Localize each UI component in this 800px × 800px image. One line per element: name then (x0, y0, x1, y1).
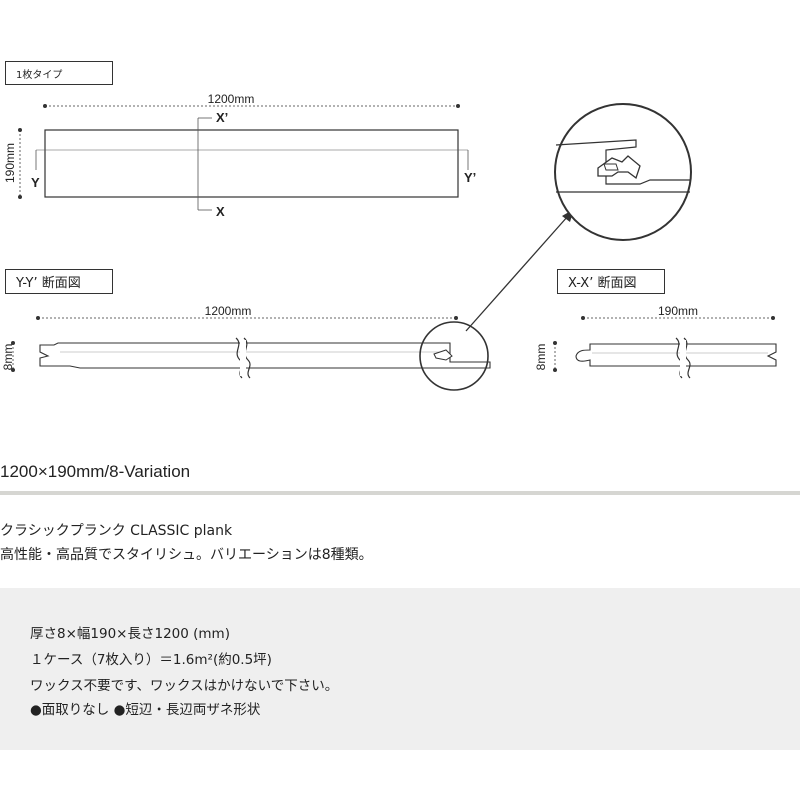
spec-edge-profile: ●面取りなし ●短辺・長辺両ザネ形状 (30, 702, 261, 718)
spec-case-quantity: １ケース（7枚入り）＝1.6m²(約0.5坪) (30, 652, 272, 668)
yy-section-label: Y-Y’ 断面図 (5, 269, 113, 294)
top-view: 1200mm 190mm X’ X Y Y’ (3, 92, 476, 219)
top-width-dim: 190mm (3, 143, 17, 183)
size-variation-heading: 1200×190mm/8-Variation (0, 462, 191, 481)
single-plank-type-text: 1枚タイプ (16, 69, 63, 81)
xx-section-text: X-X’ 断面図 (568, 276, 637, 291)
x-prime-label: X’ (216, 110, 228, 125)
xx-section: 190mm 8mm (534, 304, 777, 379)
zoom-arrow (465, 215, 569, 332)
xx-width-dim: 190mm (658, 304, 698, 318)
plank-diagram: 1200mm 190mm X’ X Y Y’ 1200mm 8mm (1, 92, 777, 391)
xx-thickness-dim: 8mm (534, 344, 548, 371)
spec-panel: 厚さ8×幅190×長さ1200 (mm) １ケース（7枚入り）＝1.6m²(約0… (0, 588, 800, 750)
yy-section: 1200mm 8mm (1, 304, 491, 391)
plank-top-view (44, 129, 459, 198)
xx-section-label: X-X’ 断面図 (557, 269, 665, 294)
y-prime-label: Y’ (464, 170, 476, 185)
joint-detail-enlarged (554, 103, 692, 241)
single-plank-type-label: 1枚タイプ (5, 61, 113, 85)
product-name: クラシックプランク CLASSIC plank (0, 523, 233, 539)
spec-wax-note: ワックス不要です、ワックスはかけないで下さい。 (30, 678, 339, 694)
y-label: Y (31, 175, 40, 190)
product-tagline: 高性能・高品質でスタイリシュ。バリエーションは8種類。 (0, 547, 373, 563)
yy-thickness-dim: 8mm (1, 344, 15, 371)
yy-length-dim: 1200mm (205, 304, 252, 318)
divider (0, 491, 800, 495)
top-length-dim: 1200mm (208, 92, 255, 106)
x-label: X (216, 204, 225, 219)
spec-dimensions: 厚さ8×幅190×長さ1200 (mm) (30, 626, 230, 642)
yy-section-text: Y-Y’ 断面図 (16, 276, 81, 291)
zoom-circle-small (419, 321, 489, 391)
plank-section-xx (575, 343, 777, 367)
plank-section-yy (39, 342, 491, 369)
